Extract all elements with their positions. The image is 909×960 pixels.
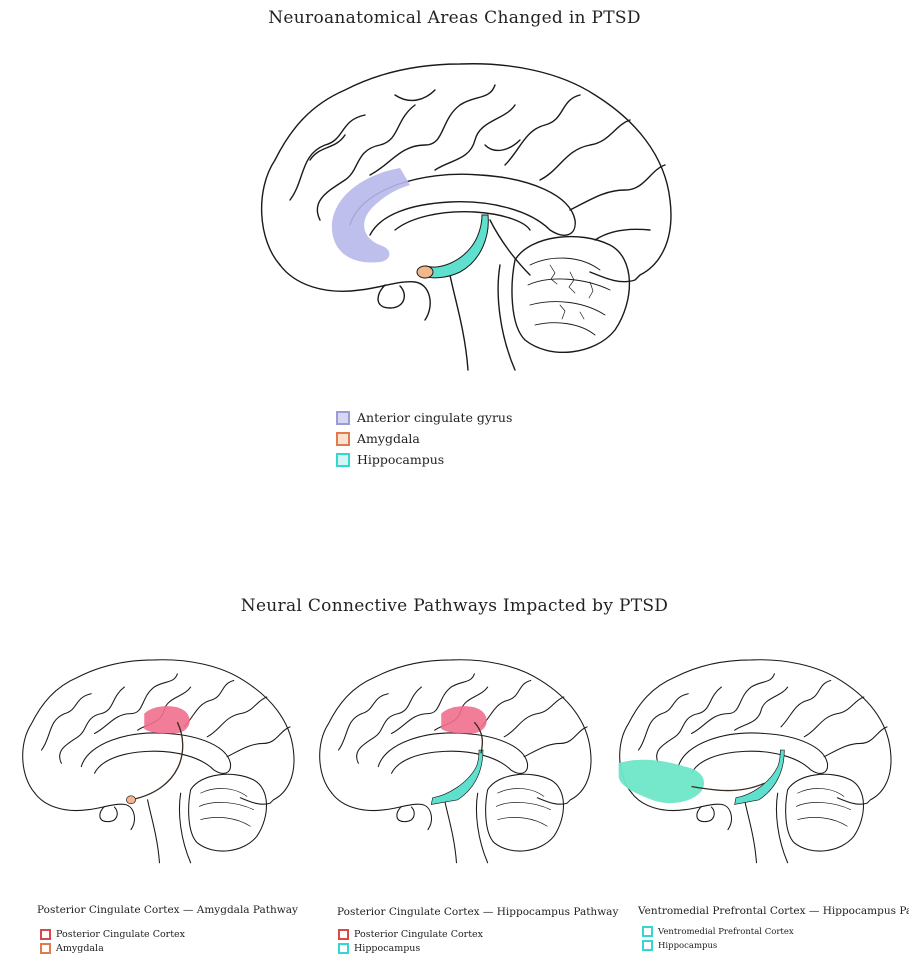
legend-swatch — [336, 453, 350, 467]
panel-caption-3: Ventromedial Prefrontal Cortex — Hippoca… — [638, 905, 909, 917]
legend-label: Posterior Cingulate Cortex — [354, 929, 483, 940]
panel-caption-1: Posterior Cingulate Cortex — Amygdala Pa… — [37, 904, 298, 916]
amygdala-region — [126, 796, 135, 804]
main-brain-diagram — [250, 50, 680, 380]
legend-swatch — [642, 940, 653, 951]
vmpfc-region — [619, 760, 704, 803]
panel-caption-2: Posterior Cingulate Cortex — Hippocampus… — [337, 906, 618, 918]
figure-title: Neuroanatomical Areas Changed in PTSD — [0, 8, 909, 28]
panel-legend-1: Posterior Cingulate Cortex Amygdala — [40, 929, 185, 957]
legend-item-hippocampus: Hippocampus — [336, 452, 512, 467]
brainstem-outline — [450, 265, 515, 370]
legend-swatch — [338, 943, 349, 954]
amygdala-region — [417, 266, 433, 278]
legend-swatch — [338, 929, 349, 940]
legend-swatch — [642, 926, 653, 937]
pathway-highlights-1 — [15, 650, 300, 870]
legend-label: Amygdala — [56, 943, 104, 954]
hippocampus-region — [431, 750, 483, 804]
legend-label: Hippocampus — [354, 943, 420, 954]
temporal-lobe-outline — [280, 265, 430, 320]
main-legend: Anterior cingulate gyrus Amygdala Hippoc… — [336, 410, 512, 473]
legend-label: Amygdala — [357, 431, 420, 446]
legend-item-acc: Anterior cingulate gyrus — [336, 410, 512, 425]
pathway-highlights-3 — [612, 650, 897, 870]
legend-label: Hippocampus — [658, 941, 717, 951]
cerebellum-outline — [512, 237, 629, 353]
panel-legend-3: Ventromedial Prefrontal Cortex Hippocamp… — [642, 926, 794, 954]
pathway-line — [131, 722, 183, 800]
legend-swatch — [336, 432, 350, 446]
panel-legend-2: Posterior Cingulate Cortex Hippocampus — [338, 929, 483, 957]
legend-label: Anterior cingulate gyrus — [357, 410, 512, 425]
hippocampus-region — [735, 750, 785, 804]
legend-item-amygdala: Amygdala — [336, 431, 512, 446]
anterior-cingulate-region — [332, 168, 410, 263]
legend-label: Ventromedial Prefrontal Cortex — [658, 927, 794, 937]
legend-swatch — [336, 411, 350, 425]
pcc-region — [144, 706, 189, 733]
cortex-outline — [262, 64, 671, 282]
legend-label: Posterior Cingulate Cortex — [56, 929, 185, 940]
figure-subtitle: Neural Connective Pathways Impacted by P… — [0, 596, 909, 616]
pathway-highlights-2 — [312, 650, 597, 870]
legend-swatch — [40, 943, 51, 954]
legend-label: Hippocampus — [357, 452, 444, 467]
legend-swatch — [40, 929, 51, 940]
